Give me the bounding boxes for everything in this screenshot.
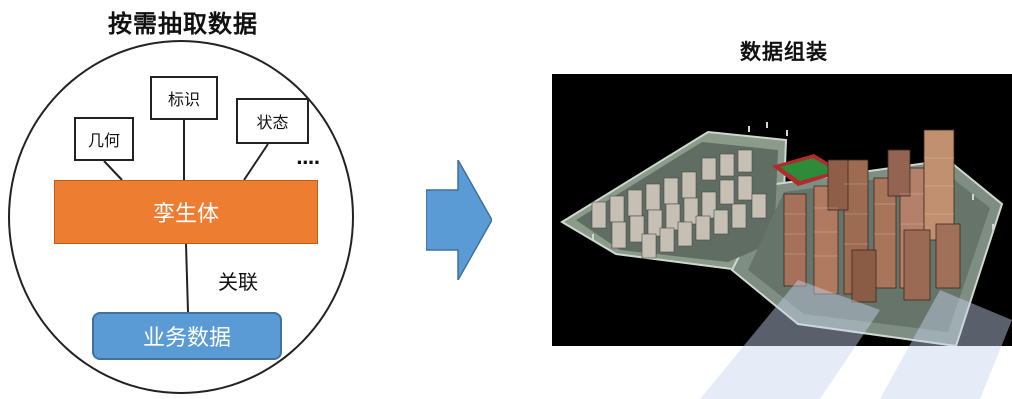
connector-association bbox=[185, 243, 189, 313]
left-title: 按需抽取数据 bbox=[108, 10, 258, 38]
extraction-circle bbox=[8, 40, 354, 394]
association-label: 关联 bbox=[218, 270, 258, 294]
attribute-geometry-box: 几何 bbox=[74, 117, 134, 161]
assembled-3d-model-image bbox=[552, 74, 1012, 346]
attribute-identity-box: 标识 bbox=[150, 76, 218, 120]
watermark-graphic bbox=[700, 280, 1012, 399]
connector-lines bbox=[103, 120, 269, 313]
right-arrow-icon bbox=[426, 160, 492, 280]
business-data-box: 业务数据 bbox=[92, 312, 282, 360]
connector-state bbox=[243, 143, 269, 181]
more-attributes-ellipsis: .... bbox=[296, 148, 320, 169]
connector-geometry bbox=[103, 160, 123, 181]
digital-twin-box: 孪生体 bbox=[54, 180, 318, 244]
attribute-state-box: 状态 bbox=[236, 98, 309, 144]
right-title: 数据组装 bbox=[740, 40, 828, 64]
